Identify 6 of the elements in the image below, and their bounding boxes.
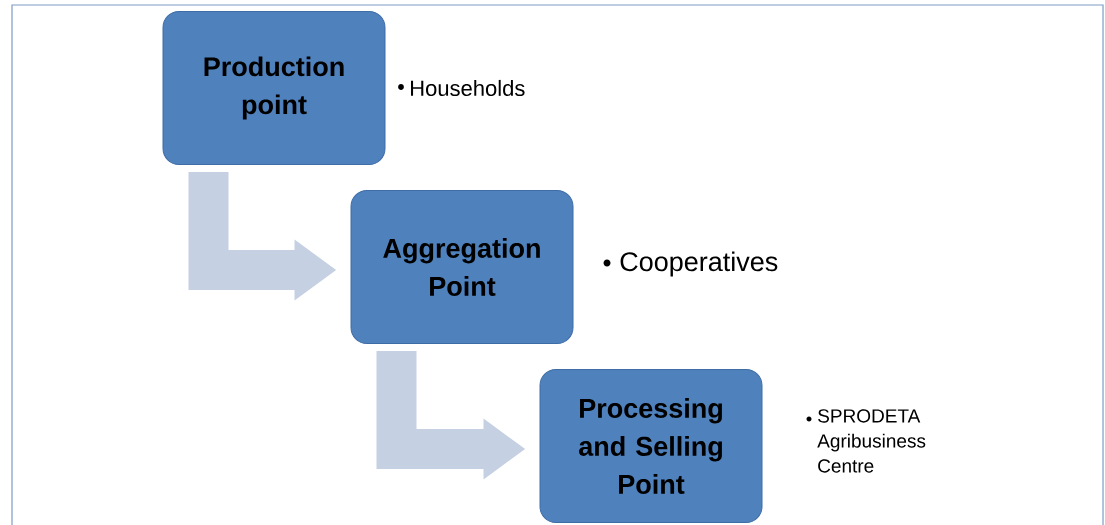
- process-box: Aggregation Point: [350, 190, 574, 344]
- note-text: SPRODETA Agribusiness Centre: [817, 409, 926, 473]
- note-text: Households: [411, 79, 525, 97]
- process-box: Processing and Selling Point: [539, 369, 763, 523]
- note-text: Cooperatives: [620, 251, 778, 277]
- process-box: Production point: [162, 11, 386, 165]
